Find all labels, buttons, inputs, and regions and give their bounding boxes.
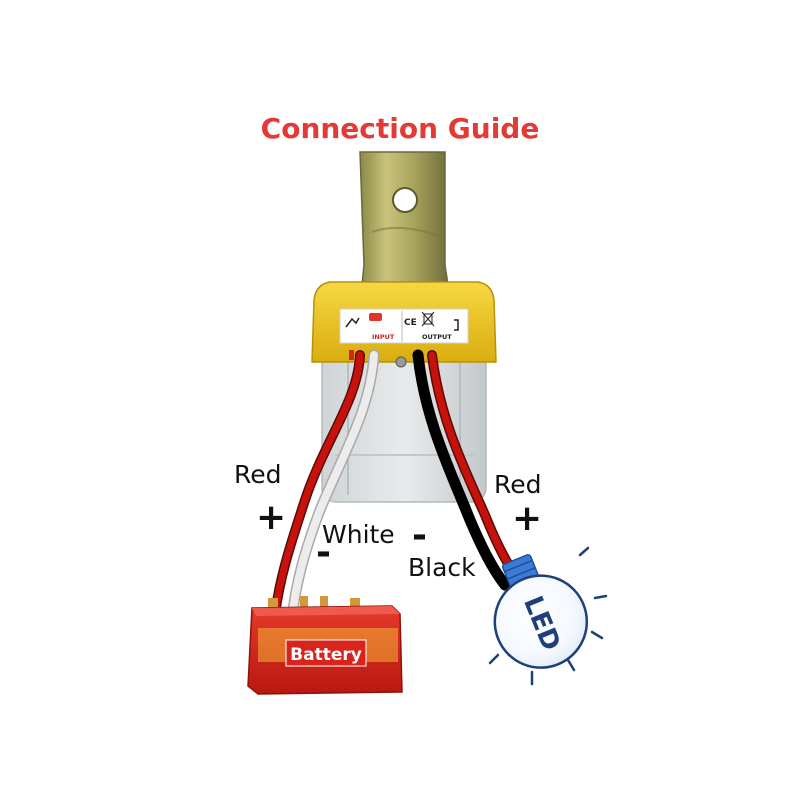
label-panel bbox=[339, 308, 469, 344]
label-red-left: Red bbox=[234, 460, 282, 489]
light-rays bbox=[488, 546, 608, 686]
wire-black bbox=[412, 349, 511, 591]
brand-logo-icon bbox=[369, 313, 382, 321]
plug-icon bbox=[345, 317, 360, 328]
crossed-bin-icon bbox=[421, 311, 435, 327]
sign-minus-white: - bbox=[316, 532, 331, 573]
page-title: Connection Guide bbox=[260, 112, 540, 145]
label-red-right: Red bbox=[494, 470, 542, 499]
wires bbox=[270, 349, 520, 626]
ground-screw bbox=[395, 356, 407, 368]
label-white: White bbox=[322, 520, 395, 549]
label-black: Black bbox=[408, 553, 476, 582]
ce-mark: CE bbox=[404, 318, 417, 328]
output-text: OUTPUT bbox=[422, 333, 452, 341]
wire-white bbox=[288, 351, 378, 624]
sensor-cap: INPUT CE OUTPUT bbox=[311, 281, 497, 368]
wire-red-left bbox=[271, 351, 364, 619]
battery-label: Battery bbox=[290, 645, 362, 665]
wire-red-right bbox=[428, 351, 519, 579]
sign-plus-left: + bbox=[256, 497, 287, 538]
mounting-bracket bbox=[359, 151, 449, 286]
bracket-hole bbox=[392, 187, 418, 213]
bulb-symbol-icon bbox=[454, 319, 459, 331]
led-bulb: LED bbox=[493, 554, 589, 669]
battery: Battery bbox=[247, 596, 403, 695]
input-text: INPUT bbox=[372, 333, 395, 341]
sign-minus-black: - bbox=[412, 515, 427, 556]
sign-plus-right: + bbox=[512, 498, 543, 539]
